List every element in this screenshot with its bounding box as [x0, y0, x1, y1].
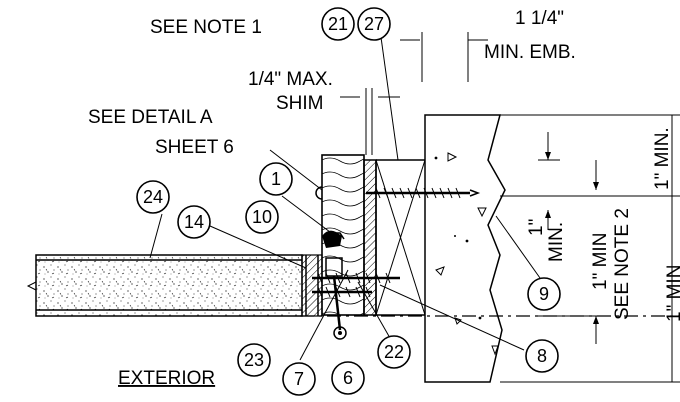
sealant-joint — [301, 254, 323, 317]
callout-7: 7 — [282, 362, 316, 396]
max-shim-label-2: SHIM — [276, 93, 324, 114]
exterior-label: EXTERIOR — [118, 368, 215, 389]
svg-text:22: 22 — [384, 342, 404, 362]
anchor-screw-upper — [366, 187, 481, 199]
svg-text:23: 23 — [244, 350, 264, 370]
backer-rod — [322, 230, 345, 248]
svg-text:10: 10 — [252, 207, 272, 227]
embed-fraction-label: 1 1/4" — [515, 8, 564, 29]
callout-9: 9 — [527, 277, 561, 311]
sealant-bead — [315, 186, 323, 200]
min-1in-c-label: 1" MIN — [590, 233, 611, 290]
insulation-panel — [26, 254, 303, 317]
callout-22: 22 — [377, 335, 411, 369]
svg-text:14: 14 — [184, 212, 204, 232]
callout-10: 10 — [245, 200, 279, 234]
see-detail-label-1: SEE DETAIL A — [88, 107, 213, 128]
callout-8: 8 — [525, 339, 559, 373]
callout-21: 21 — [321, 7, 355, 41]
svg-text:6: 6 — [343, 368, 353, 388]
callout-23: 23 — [237, 343, 271, 377]
leader-lines — [149, 29, 541, 361]
frame-members — [363, 159, 426, 316]
concrete-wall — [424, 114, 506, 383]
callout-14: 14 — [177, 205, 211, 239]
svg-text:27: 27 — [364, 14, 384, 34]
embed-text-label: MIN. EMB. — [484, 42, 576, 63]
max-shim-label-1: 1/4" MAX. — [248, 69, 333, 90]
callout-1: 1 — [259, 162, 293, 196]
see-note-2-label: SEE NOTE 2 — [612, 208, 633, 320]
fastener-hardware — [325, 257, 347, 340]
svg-text:21: 21 — [328, 14, 348, 34]
svg-text:1: 1 — [271, 169, 281, 189]
svg-text:9: 9 — [539, 284, 549, 304]
svg-text:7: 7 — [294, 369, 304, 389]
min-1in-b2-label: MIN. — [546, 222, 567, 262]
see-detail-label-2: SHEET 6 — [155, 137, 234, 158]
callout-6: 6 — [331, 361, 365, 395]
svg-text:24: 24 — [143, 187, 163, 207]
anchor-screw-lower — [312, 272, 400, 298]
see-note-1-label: SEE NOTE 1 — [150, 17, 262, 38]
min-1in-a-label: 1" MIN. — [652, 127, 673, 190]
min-1in-d-label: 1" MIN — [664, 265, 680, 322]
callout-24: 24 — [136, 180, 170, 214]
callout-27: 27 — [357, 7, 391, 41]
svg-text:8: 8 — [537, 346, 547, 366]
min-1in-b-label: 1" — [526, 219, 547, 236]
